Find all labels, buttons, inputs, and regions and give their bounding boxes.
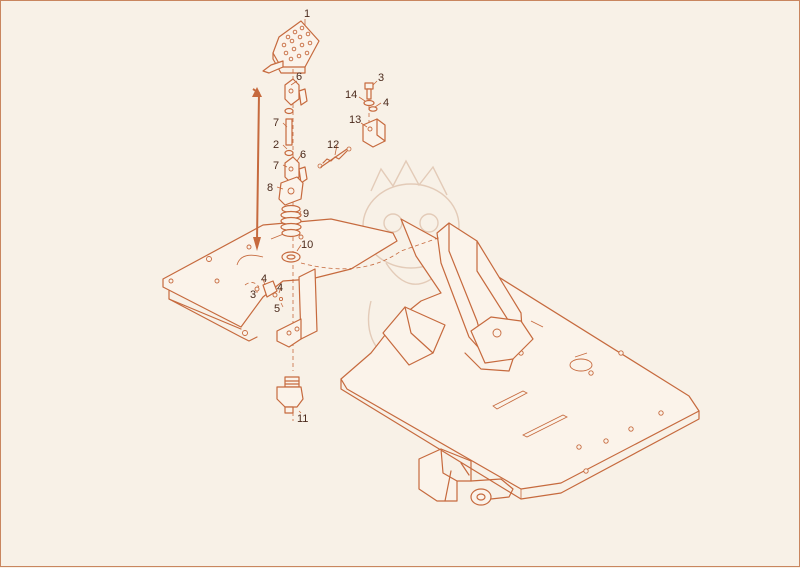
callout-2: 2 xyxy=(273,139,279,151)
callout-12: 12 xyxy=(327,139,339,151)
part-clip-4 xyxy=(254,280,284,302)
leader-lines xyxy=(256,19,382,414)
callout-7-upper: 7 xyxy=(273,117,279,129)
callout-5: 5 xyxy=(274,303,280,315)
part-washer-2 xyxy=(284,149,294,157)
small-floor-plate xyxy=(162,218,398,342)
callout-labels: 1 6 3 14 4 13 7 2 12 7 6 8 9 10 4 3 4 5 … xyxy=(250,8,389,425)
part-tension-spring xyxy=(317,146,352,169)
part-rod-7 xyxy=(285,118,293,146)
part-switch xyxy=(276,376,304,414)
callout-4-right: 4 xyxy=(277,282,283,294)
part-bracket-8 xyxy=(278,176,304,206)
floor-plate xyxy=(340,218,700,500)
watermark-mascot-icon xyxy=(362,159,461,362)
tunnel-hump xyxy=(382,306,446,366)
part-washer-14 xyxy=(363,99,375,107)
part-grommet xyxy=(281,251,301,263)
callout-10: 10 xyxy=(301,239,313,251)
part-nut-4 xyxy=(368,106,378,112)
lower-bracket xyxy=(418,448,514,506)
callout-9: 9 xyxy=(303,208,309,220)
callout-13: 13 xyxy=(349,114,361,126)
callout-1: 1 xyxy=(304,8,310,20)
assembly-arrow-icon xyxy=(252,87,262,251)
callout-6-upper: 6 xyxy=(296,71,302,83)
callout-4-upper: 4 xyxy=(383,97,389,109)
callout-11: 11 xyxy=(297,413,308,425)
part-pedal-pad xyxy=(262,20,320,74)
part-mounting-bracket xyxy=(276,268,318,348)
callout-8: 8 xyxy=(267,182,273,194)
pedal-console xyxy=(436,222,544,372)
part-bracket-13 xyxy=(362,118,386,148)
part-washer-upper xyxy=(284,107,294,115)
callout-3-upper: 3 xyxy=(378,72,384,84)
part-clevis-lower xyxy=(284,156,308,184)
callout-3-left: 3 xyxy=(250,289,256,301)
part-bolt-3 xyxy=(364,82,374,100)
callout-6-lower: 6 xyxy=(300,149,306,161)
part-clevis-upper xyxy=(284,78,308,106)
callout-4-left: 4 xyxy=(261,273,267,285)
callout-14: 14 xyxy=(345,89,357,101)
part-return-spring xyxy=(280,204,302,238)
callout-7-lower: 7 xyxy=(273,160,279,172)
